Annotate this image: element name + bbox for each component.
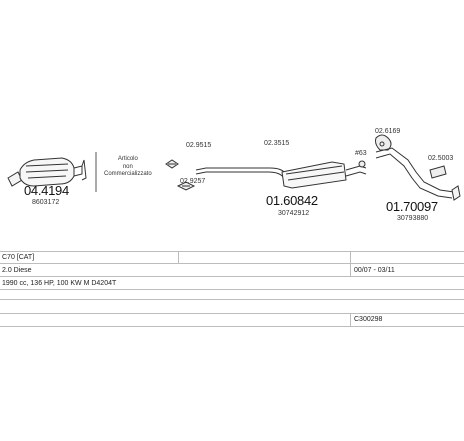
row-divider xyxy=(0,276,464,277)
row-divider xyxy=(0,313,464,314)
clamp-label: 02.9515 xyxy=(186,142,212,149)
row-divider xyxy=(0,263,464,264)
part-number-label: 01.60842 xyxy=(266,193,318,208)
tail-pipe-part xyxy=(375,147,461,201)
clamp-icon-2 xyxy=(176,181,196,191)
hanger-label: 02.5003 xyxy=(428,155,454,162)
engine-specs: 1990 cc, 136 HP, 100 KW M D4204T xyxy=(2,280,117,287)
clamp-label: 02.9257 xyxy=(180,178,206,185)
part-number-label: 01.70097 xyxy=(386,199,438,214)
clamp-label: 02.3515 xyxy=(264,140,290,147)
front-catalyst-part xyxy=(7,157,87,187)
column-divider xyxy=(350,314,351,326)
gasket-icon xyxy=(358,160,366,168)
row-divider xyxy=(0,299,464,300)
kit-code: C300298 xyxy=(354,316,383,323)
ref-number-label: 30793880 xyxy=(397,215,429,222)
hanger-label: 02.6169 xyxy=(375,128,401,135)
column-divider xyxy=(350,252,351,276)
hanger-icon-2 xyxy=(429,165,447,179)
vehicle-model: C70 [CAT] xyxy=(2,254,35,261)
hanger-icon xyxy=(375,134,392,151)
engine-type: 2.0 Diese xyxy=(2,267,32,274)
gasket-label: #63 xyxy=(355,150,367,157)
exhaust-parts-drawing xyxy=(7,134,461,201)
note-line: Commercializzato xyxy=(104,171,152,177)
not-sold-note: Articolo non Commercializzato xyxy=(104,156,152,179)
row-divider xyxy=(0,326,464,327)
row-divider xyxy=(0,289,464,290)
clamp-icon xyxy=(165,159,179,169)
production-years: 00/07 - 03/11 xyxy=(354,267,395,274)
part-number-label: 04.4194 xyxy=(24,183,69,198)
column-divider xyxy=(178,252,179,263)
ref-number-label: 30742912 xyxy=(278,210,310,217)
note-line: Articolo xyxy=(117,156,138,162)
ref-number-label: 8603172 xyxy=(32,199,60,206)
note-line: non xyxy=(122,163,133,170)
row-divider xyxy=(0,251,464,252)
rear-silencer-part xyxy=(195,161,367,189)
